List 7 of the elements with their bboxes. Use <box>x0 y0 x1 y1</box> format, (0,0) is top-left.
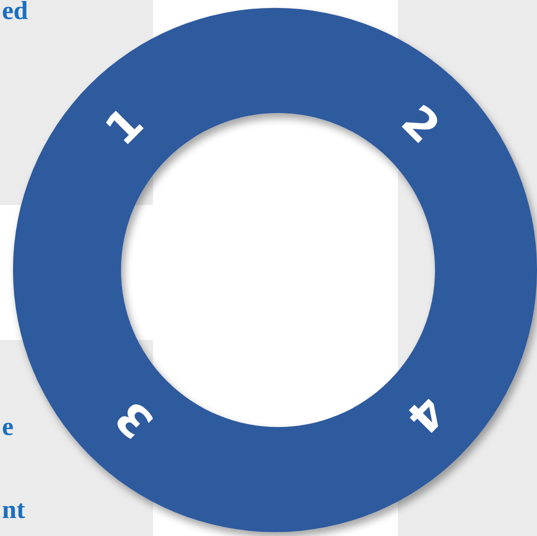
segment-number: 2 <box>390 94 450 156</box>
segment-number: 1 <box>94 96 154 158</box>
heading-text: e <box>2 414 14 440</box>
segment-number: 4 <box>396 384 456 446</box>
heading-text: nt <box>2 497 26 523</box>
heading-text: ed <box>2 0 28 24</box>
segment-number: 3 <box>104 390 164 450</box>
